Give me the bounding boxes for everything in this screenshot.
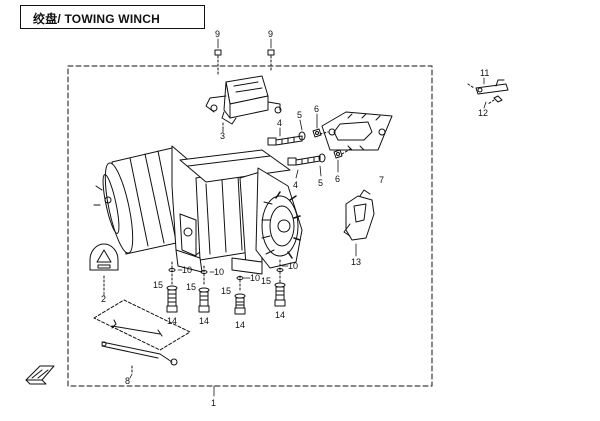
control-box-part-3 xyxy=(205,75,282,125)
nut-part-9-right xyxy=(267,49,275,73)
screw-part-12 xyxy=(467,83,503,105)
cable-set-part-8 xyxy=(93,299,191,375)
callout-8: 8 xyxy=(125,376,130,386)
callout-15-a: 15 xyxy=(153,280,163,290)
callout-15-b: 15 xyxy=(186,282,196,292)
leader-lines xyxy=(103,38,487,397)
callout-10-d: 10 xyxy=(288,261,298,271)
callout-5-lower: 5 xyxy=(318,178,323,188)
callout-15-d: 15 xyxy=(261,276,271,286)
callout-10-a: 10 xyxy=(182,265,192,275)
mount-bolt-set-middle-right xyxy=(234,275,246,315)
bolt-part-4-lower xyxy=(287,155,321,166)
nut-part-9-left xyxy=(214,49,222,75)
callout-1: 1 xyxy=(211,398,216,408)
callout-15-c: 15 xyxy=(221,286,231,296)
washer-part-5-upper xyxy=(298,131,306,141)
roller-fairlead-part-7 xyxy=(321,111,393,151)
warning-label-part-2 xyxy=(89,243,119,293)
callout-14-a: 14 xyxy=(167,316,177,326)
assembly-boundary xyxy=(67,65,433,387)
callout-labels: 1 2 3 4 4 5 5 6 6 7 8 9 9 10 10 10 10 11… xyxy=(101,29,489,408)
bolt-part-4-upper xyxy=(267,135,303,146)
callout-12: 12 xyxy=(478,108,488,118)
callout-4-lower: 4 xyxy=(293,180,298,190)
callout-10-c: 10 xyxy=(250,273,260,283)
callout-11: 11 xyxy=(480,68,489,78)
nut-part-6-lower xyxy=(333,149,343,159)
mount-bolt-set-right xyxy=(274,259,286,307)
callout-4-upper: 4 xyxy=(277,118,282,128)
callout-13: 13 xyxy=(351,257,361,267)
callout-3: 3 xyxy=(220,131,225,141)
nut-part-6-upper xyxy=(312,128,322,138)
switch-part-11 xyxy=(475,79,509,95)
hook-part-13 xyxy=(343,189,375,241)
callout-14-b: 14 xyxy=(199,316,209,326)
callout-2: 2 xyxy=(101,294,106,304)
callout-7: 7 xyxy=(379,175,384,185)
callout-10-b: 10 xyxy=(214,267,224,277)
mount-bolt-set-middle-left xyxy=(198,265,210,313)
diagram-title: 绞盘/ TOWING WINCH xyxy=(33,12,160,26)
callout-14-d: 14 xyxy=(275,310,285,320)
winch-assembly xyxy=(93,145,303,275)
title-frame: 绞盘/ TOWING WINCH xyxy=(20,5,205,29)
callout-14-c: 14 xyxy=(235,320,245,330)
callout-6-upper: 6 xyxy=(314,104,319,114)
callout-5-upper: 5 xyxy=(297,110,302,120)
callout-6-lower: 6 xyxy=(335,174,340,184)
corner-arrow-emblem xyxy=(25,365,55,385)
callout-9-left: 9 xyxy=(215,29,220,39)
mount-bolt-set-left xyxy=(166,261,178,313)
callout-9-right: 9 xyxy=(268,29,273,39)
washer-part-5-lower xyxy=(318,153,326,163)
